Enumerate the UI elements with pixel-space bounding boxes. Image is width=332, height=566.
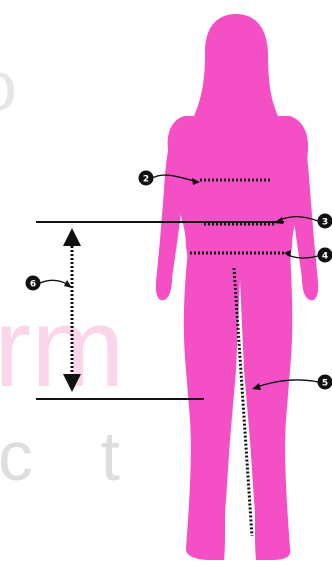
marker-label-2: 2	[143, 175, 149, 185]
marker-badge-4: 4	[318, 248, 332, 263]
watermark-partial: o	[0, 47, 17, 125]
marker-badge-5: 5	[318, 375, 332, 390]
watermark-line2: c t	[0, 417, 144, 495]
marker-badge-6: 6	[26, 276, 41, 291]
figure-neck	[225, 92, 249, 118]
length-arrow-head-up	[63, 228, 81, 246]
watermark-line1: rm	[0, 285, 125, 410]
figure-leg-left	[184, 250, 240, 560]
marker-label-6: 6	[30, 280, 36, 290]
marker-label-4: 4	[322, 252, 328, 262]
marker-label-3: 3	[322, 218, 328, 228]
marker-badge-2: 2	[139, 171, 154, 186]
figure-torso	[168, 116, 308, 262]
marker-label-5: 5	[322, 379, 328, 389]
marker-badge-3: 3	[318, 214, 332, 229]
female-figure-silhouette	[156, 14, 318, 560]
